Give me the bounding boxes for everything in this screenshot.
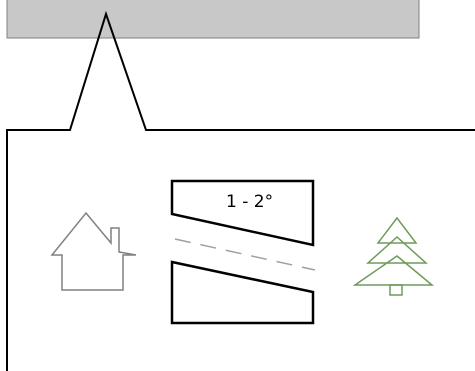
top-bar	[6, 0, 420, 39]
house-icon	[50, 211, 137, 291]
callout-outline	[6, 10, 475, 371]
angle-label: 1 - 2°	[226, 192, 273, 212]
tree-icon	[352, 216, 435, 296]
upper-slab	[170, 179, 315, 247]
slope-dashed-line	[174, 238, 316, 271]
lower-slab	[170, 260, 315, 325]
